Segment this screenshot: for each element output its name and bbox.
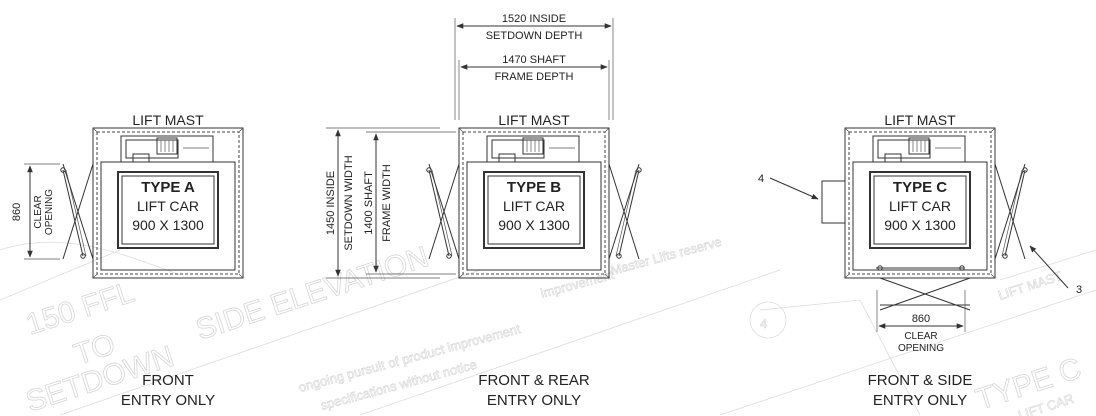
plan-c-car: LIFT CAR [889,198,951,214]
plan-b-dim-mid-2: FRAME DEPTH [495,71,574,83]
plan-b-depth-dimensions: 1520 INSIDE SETDOWN DEPTH 1470 SHAFT FRA… [454,13,614,120]
plan-c-callout-left: 4 [758,173,764,185]
plan-b-gate-front [426,163,460,260]
watermark-notice-1: Master Lifts reserve [609,234,723,278]
plan-c-type: TYPE C [893,179,947,196]
plan-b-type: TYPE B [507,179,561,196]
plan-b-dim-top-2: SETDOWN DEPTH [486,30,583,42]
plan-c-control-box [821,180,846,224]
plan-type-a: LIFT MAST TYPE A LIFT CAR 900 X 1300 860… [11,112,244,409]
watermark-mast: LIFT MAST [996,268,1064,303]
plan-c-mast-label: LIFT MAST [884,112,956,128]
watermark-elevation: SIDE ELEVATION [192,240,433,346]
plan-b-caption-1: FRONT & REAR [478,372,590,389]
plan-a-gate [60,163,94,260]
plan-b-car: LIFT CAR [503,198,565,214]
plan-a-size: 900 X 1300 [132,217,204,233]
plan-a-type: TYPE A [141,179,195,196]
plan-b-gate-rear [608,163,642,260]
plan-type-b: LIFT MAST TYPE B LIFT CAR 900 X 1300 152… [325,13,642,409]
plan-a-mast-label: LIFT MAST [132,112,204,128]
plan-a-opening-dimension: 860 CLEAR OPENING [11,163,60,260]
plan-c-gate-front [876,265,971,311]
plan-type-c: LIFT MAST TYPE C LIFT CAR 900 X 1300 4 3… [758,112,1082,409]
plan-c-opening-dimension: 860 CLEAR OPENING [876,290,966,354]
plan-c-caption-1: FRONT & SIDE [868,372,973,389]
watermark-notice-2: improvement [539,267,616,301]
plan-c-callout-3-leader [1029,245,1069,289]
plan-c-size: 900 X 1300 [884,217,956,233]
plan-c-opening-line-2: OPENING [898,343,944,354]
plan-a-opening-line-2: OPENING [44,189,55,235]
plan-b-size: 900 X 1300 [498,217,570,233]
plan-b-mast-label: LIFT MAST [498,112,570,128]
plan-c-caption-2: ENTRY ONLY [873,392,967,409]
plan-a-car: LIFT CAR [137,198,199,214]
plan-b-dim-left-2: SETDOWN WIDTH [343,155,355,250]
plan-b-dim-left-1: 1450 INSIDE [325,171,337,235]
watermark-ffl: 150 FFL [22,276,138,342]
plan-c-opening-value: 860 [912,313,930,325]
plan-b-dim-mid-1: 1470 SHAFT [502,54,566,66]
plan-c-opening-line-1: CLEAR [904,331,937,342]
plan-b-dim-top-1: 1520 INSIDE [502,13,566,25]
plan-b-dim-inner-1: 1400 SHAFT [363,171,375,235]
watermark-callout: 4 [760,316,767,331]
plan-c-callout-right: 3 [1076,284,1082,296]
plan-c-gate-side [994,163,1028,260]
plan-a-caption-2: ENTRY ONLY [121,392,215,409]
plan-b-dim-inner-2: FRAME WIDTH [381,164,393,242]
plan-a-opening-line-1: CLEAR [33,195,44,228]
plan-c-callout-4-leader [769,177,819,200]
plan-a-opening-value: 860 [11,203,23,221]
plan-a-caption-1: FRONT [142,372,194,389]
plan-b-caption-2: ENTRY ONLY [487,392,581,409]
plan-b-width-dimensions: 1450 INSIDE SETDOWN WIDTH 1400 SHAFT FRA… [325,127,456,279]
